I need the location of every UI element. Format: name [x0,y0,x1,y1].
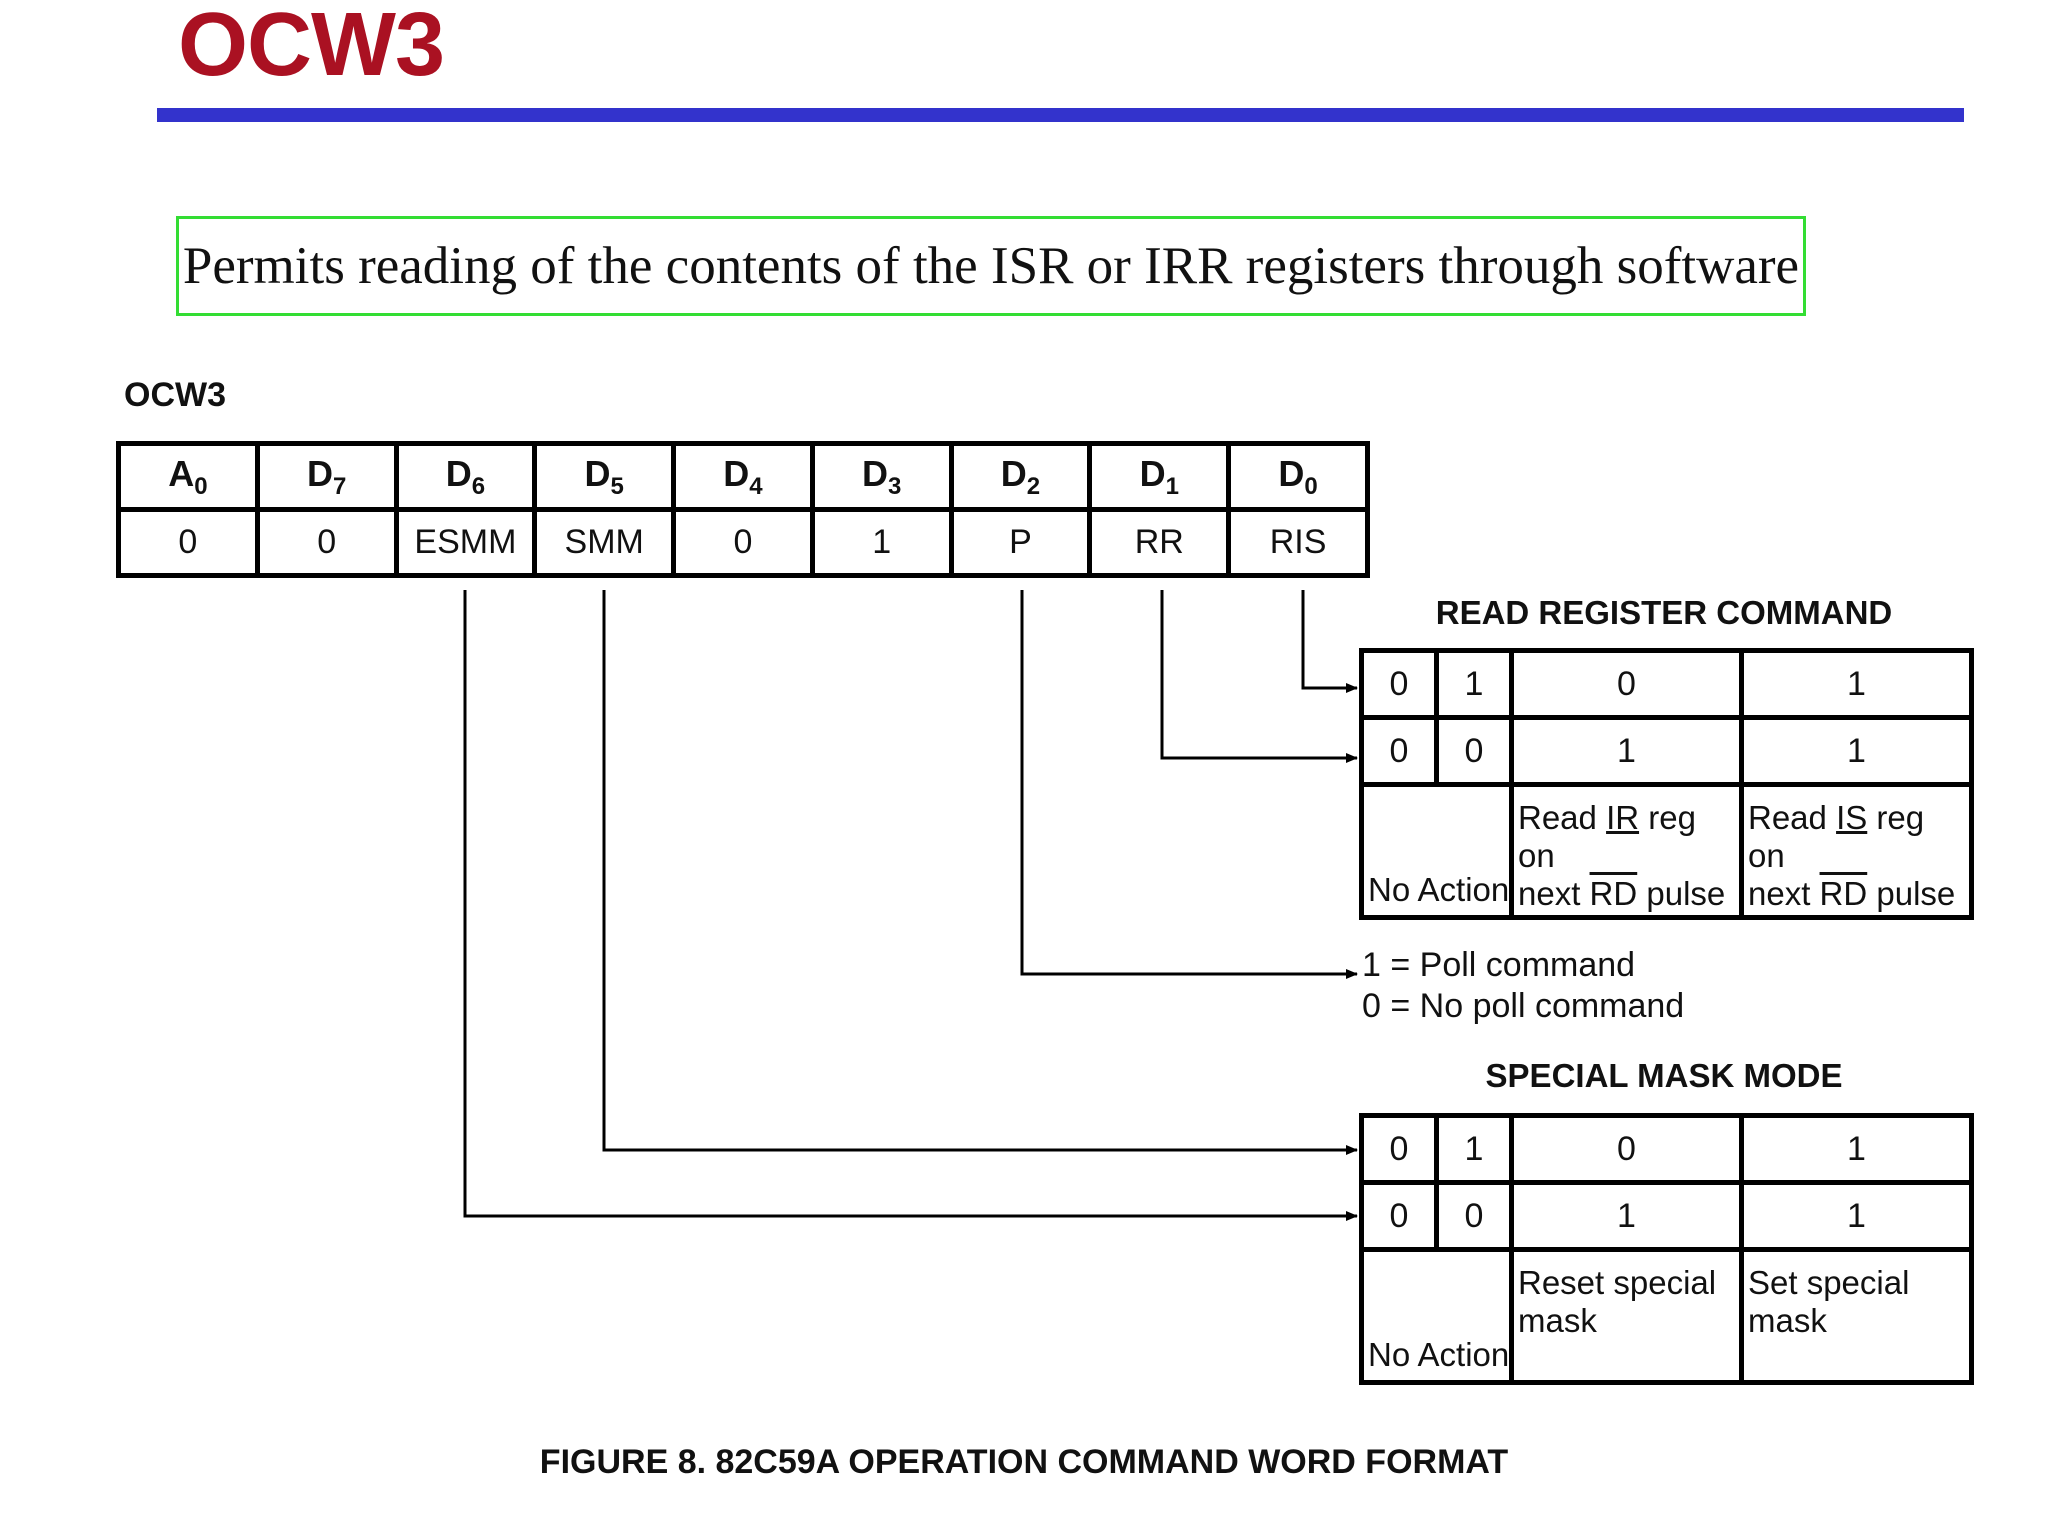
subtitle-box: Permits reading of the contents of the I… [176,216,1806,316]
table-cell: 1 [1509,715,1744,787]
table-row: 0 0 1 1 [1359,1180,1974,1252]
register-label: OCW3 [124,376,226,414]
read-register-heading: READ REGISTER COMMAND [1435,594,1893,631]
rr-connector [1160,590,1358,763]
table-row: No Action Read IR reg on next RD pulse R… [1359,782,1974,920]
bit-header-cell: D7 [254,441,399,512]
table-cell: 0 [1359,1180,1439,1252]
table-cell: 1 [1509,1180,1744,1252]
bit-value-cell: ESMM [393,507,538,578]
table-row: No Action Reset special mask Set special… [1359,1247,1974,1385]
bit-header-cell: D5 [532,441,677,512]
table-cell: 0 [1434,1180,1514,1252]
table-row: 0 0 1 1 [1359,715,1974,787]
bit-header-cell: A0 [116,441,260,512]
table-cell: 0 [1359,715,1439,787]
bit-header-cell: D0 [1226,441,1370,512]
ris-connector [1301,590,1358,693]
table-cell: 0 [1509,1113,1744,1185]
esmm-connector [463,590,1358,1221]
set-special-mask-cell: Set special mask [1739,1247,1974,1385]
bit-value-cell: 0 [254,507,399,578]
table-cell: 1 [1739,1180,1974,1252]
ocw3-bit-table: A0 D7 D6 D5 D4 D3 D2 D1 D0 0 0 ESMM SMM … [116,441,1370,578]
table-cell: 0 [1509,648,1744,720]
poll-description: 1 = Poll command 0 = No poll command [1362,945,1684,1027]
table-cell: 0 [1434,715,1514,787]
poll-line-2: 0 = No poll command [1362,987,1685,1025]
table-cell: 1 [1739,648,1974,720]
table-row: 0 1 0 1 [1359,1113,1974,1185]
no-action-cell: No Action [1359,782,1514,920]
read-is-cell: Read IS reg on next RD pulse [1739,782,1974,920]
table-cell: 0 [1359,648,1439,720]
bit-value-cell: RR [1087,507,1232,578]
bit-header-cell: D6 [393,441,538,512]
poll-line-1: 1 = Poll command [1362,946,1636,984]
table-row: 0 1 0 1 [1359,648,1974,720]
slide-title: OCW3 [178,0,445,95]
title-rule [157,108,1964,122]
bit-header-cell: D1 [1087,441,1232,512]
bit-value-row: 0 0 ESMM SMM 0 1 P RR RIS [116,507,1370,578]
bit-value-cell: 0 [671,507,815,578]
table-cell: 1 [1434,648,1514,720]
bit-header-cell: D3 [809,441,954,512]
bit-value-cell: 1 [809,507,954,578]
no-action-cell: No Action [1359,1247,1514,1385]
table-cell: 1 [1739,715,1974,787]
read-ir-cell: Read IR reg on next RD pulse [1509,782,1744,920]
reset-special-mask-cell: Reset special mask [1509,1247,1744,1385]
bit-header-cell: D4 [671,441,815,512]
bit-header-row: A0 D7 D6 D5 D4 D3 D2 D1 D0 [116,441,1370,512]
bit-value-cell: SMM [532,507,677,578]
bit-value-cell: RIS [1226,507,1370,578]
bit-header-cell: D2 [948,441,1093,512]
bit-value-cell: P [948,507,1093,578]
subtitle-text: Permits reading of the contents of the I… [182,237,1800,295]
table-cell: 1 [1434,1113,1514,1185]
special-mask-heading: SPECIAL MASK MODE [1485,1057,1843,1094]
bit-value-cell: 0 [116,507,260,578]
read-register-table: 0 1 0 1 0 0 1 1 No Action Read IR reg on… [1359,648,1974,920]
smm-connector [602,590,1358,1155]
table-cell: 1 [1739,1113,1974,1185]
p-connector [1020,590,1358,979]
special-mask-table: 0 1 0 1 0 0 1 1 No Action Reset special … [1359,1113,1974,1385]
figure-caption: FIGURE 8. 82C59A OPERATION COMMAND WORD … [539,1443,1509,1481]
table-cell: 0 [1359,1113,1439,1185]
